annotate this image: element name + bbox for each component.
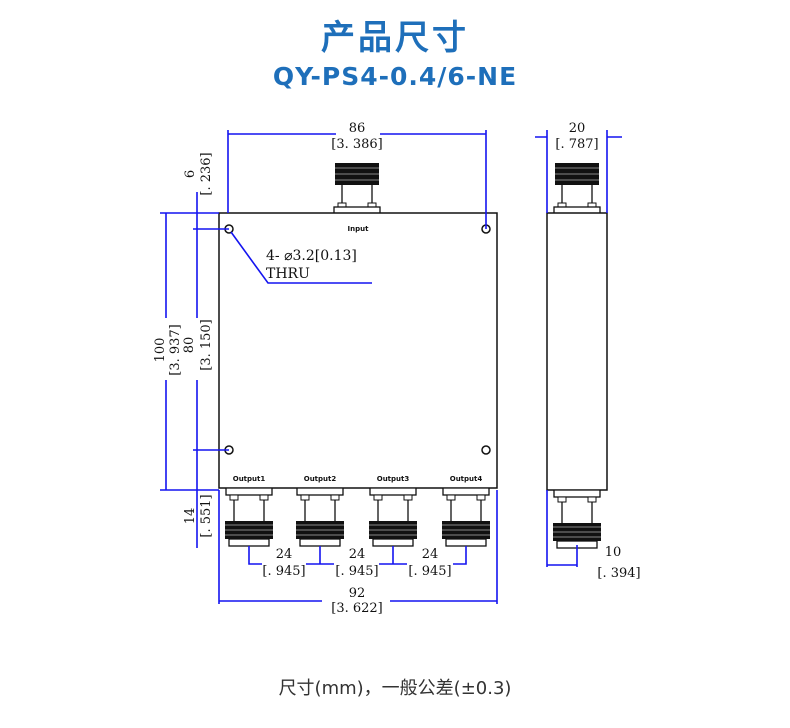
dim-depth-in: [. 787]	[555, 137, 598, 152]
dim-width-mm: 86	[349, 121, 366, 136]
output-connector	[296, 488, 344, 546]
output-label: Output2	[304, 475, 337, 483]
dim-hole-spacing-mm: 80	[182, 337, 197, 354]
side-top-connector	[554, 163, 600, 215]
dim-connector-mm: 14	[183, 508, 198, 525]
dim-total-width-mm: 92	[349, 586, 366, 601]
dim-hole-offset-mm: 6	[183, 170, 198, 178]
output-connector	[225, 488, 273, 546]
dim-width-in: [3. 386]	[331, 137, 383, 152]
dim-pitch-in: [. 945]	[408, 564, 451, 579]
model-number: QY-PS4-0.4/6-NE	[272, 62, 518, 91]
front-body	[218, 212, 498, 489]
page-title: 产品尺寸	[321, 18, 469, 58]
dim-pitch-mm: 24	[422, 547, 439, 562]
input-connector	[334, 163, 380, 215]
input-label: Input	[348, 225, 370, 233]
dim-depth-mm: 20	[569, 121, 586, 136]
dim-total-width-in: [3. 622]	[331, 601, 383, 616]
dim-hole-spacing-in: [3. 150]	[199, 319, 214, 371]
hole-note: 4- ⌀3.2[0.13]	[266, 248, 357, 264]
output-connector	[442, 488, 490, 546]
dim-pitch-mm: 24	[349, 547, 366, 562]
mount-hole	[481, 445, 491, 455]
dim-conn-offset-in: [. 394]	[597, 566, 640, 581]
dim-height-mm: 100	[153, 338, 168, 363]
dim-pitch-mm: 24	[276, 547, 293, 562]
dim-connector-in: [. 551]	[199, 494, 214, 537]
hole-note-thru: THRU	[266, 266, 310, 282]
tolerance-caption: 尺寸(mm)，一般公差(±0.3)	[278, 678, 512, 699]
dim-pitch-in: [. 945]	[262, 564, 305, 579]
output-label: Output3	[377, 475, 410, 483]
output-connector	[369, 488, 417, 546]
dim-conn-offset-mm: 10	[605, 545, 622, 560]
dim-pitch-in: [. 945]	[335, 564, 378, 579]
side-bottom-connector	[553, 490, 601, 548]
output-label: Output4	[450, 475, 483, 483]
dim-height-in: [3. 937]	[168, 324, 183, 376]
output-label: Output1	[233, 475, 266, 483]
dim-hole-offset-in: [. 236]	[199, 152, 214, 195]
side-body	[546, 212, 608, 491]
